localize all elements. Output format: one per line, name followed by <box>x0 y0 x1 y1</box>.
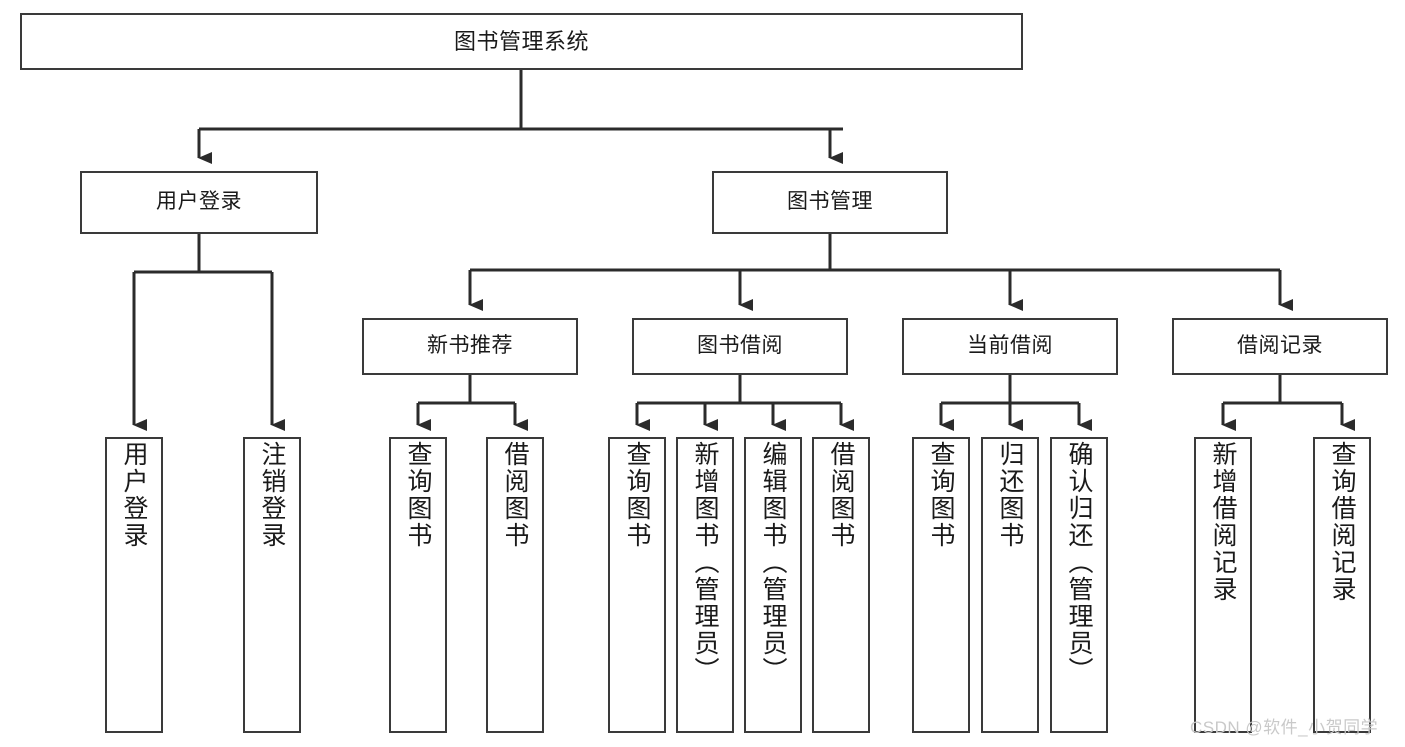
node-current-borrow[interactable]: 当前借阅 <box>902 318 1118 375</box>
leaf-edit-book-label: 编辑图书（管理员） <box>759 441 787 684</box>
leaf-query-record-label: 查询借阅记录 <box>1328 441 1356 603</box>
node-new-book-recommend[interactable]: 新书推荐 <box>362 318 578 375</box>
node-book-management-label: 图书管理 <box>787 190 873 214</box>
leaf-query-book-3-label: 查询图书 <box>927 441 955 549</box>
leaf-borrow-book-1[interactable]: 借阅图书 <box>486 437 544 733</box>
leaf-query-record[interactable]: 查询借阅记录 <box>1313 437 1371 733</box>
leaf-confirm-return[interactable]: 确认归还（管理员） <box>1050 437 1108 733</box>
leaf-user-login[interactable]: 用户登录 <box>105 437 163 733</box>
leaf-query-book-2[interactable]: 查询图书 <box>608 437 666 733</box>
node-book-management[interactable]: 图书管理 <box>712 171 948 234</box>
leaf-user-login-label: 用户登录 <box>120 441 148 549</box>
leaf-logout-login[interactable]: 注销登录 <box>243 437 301 733</box>
leaf-add-book[interactable]: 新增图书（管理员） <box>676 437 734 733</box>
leaf-return-book[interactable]: 归还图书 <box>981 437 1039 733</box>
node-borrow-record-label: 借阅记录 <box>1237 334 1323 358</box>
leaf-confirm-return-label: 确认归还（管理员） <box>1065 441 1093 684</box>
node-borrow-record[interactable]: 借阅记录 <box>1172 318 1388 375</box>
node-book-borrow[interactable]: 图书借阅 <box>632 318 848 375</box>
node-book-borrow-label: 图书借阅 <box>697 334 783 358</box>
leaf-query-book-2-label: 查询图书 <box>623 441 651 549</box>
leaf-add-record-label: 新增借阅记录 <box>1209 441 1237 603</box>
node-root[interactable]: 图书管理系统 <box>20 13 1023 70</box>
node-new-book-recommend-label: 新书推荐 <box>427 334 513 358</box>
leaf-borrow-book-2-label: 借阅图书 <box>827 441 855 549</box>
leaf-add-book-label: 新增图书（管理员） <box>691 441 719 684</box>
leaf-logout-login-label: 注销登录 <box>258 441 286 549</box>
leaf-query-book-3[interactable]: 查询图书 <box>912 437 970 733</box>
leaf-return-book-label: 归还图书 <box>996 441 1024 549</box>
node-root-label: 图书管理系统 <box>453 28 589 54</box>
node-user-login[interactable]: 用户登录 <box>80 171 318 234</box>
node-user-login-label: 用户登录 <box>156 190 242 214</box>
watermark: CSDN @软件_小贺同学 <box>1190 718 1379 737</box>
leaf-query-book-1[interactable]: 查询图书 <box>389 437 447 733</box>
leaf-borrow-book-2[interactable]: 借阅图书 <box>812 437 870 733</box>
leaf-edit-book[interactable]: 编辑图书（管理员） <box>744 437 802 733</box>
node-current-borrow-label: 当前借阅 <box>967 334 1053 358</box>
leaf-query-book-1-label: 查询图书 <box>404 441 432 549</box>
leaf-add-record[interactable]: 新增借阅记录 <box>1194 437 1252 733</box>
leaf-borrow-book-1-label: 借阅图书 <box>501 441 529 549</box>
